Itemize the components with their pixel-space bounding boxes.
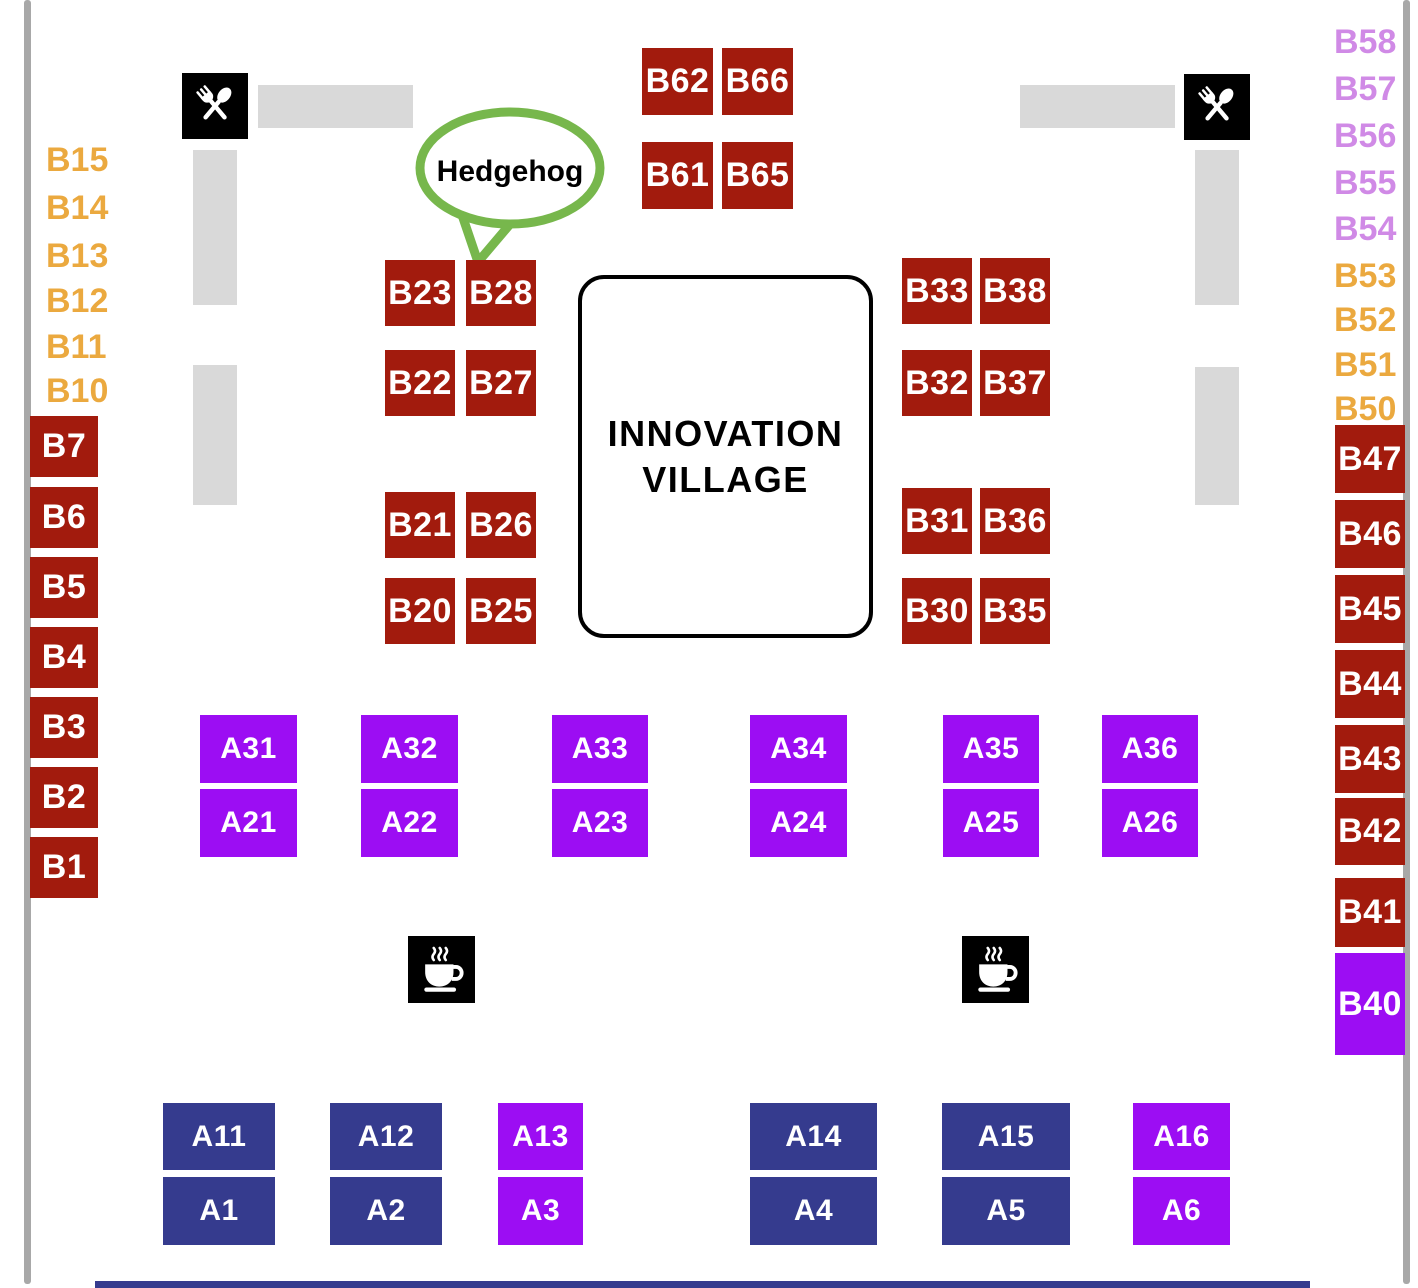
restaurant-icon <box>1184 74 1250 140</box>
coffee-icon <box>408 936 475 1003</box>
coffee-cup-icon <box>978 946 1018 992</box>
booth-A6: A6 <box>1133 1177 1230 1245</box>
booth-B38: B38 <box>980 258 1050 324</box>
booth-B33: B33 <box>902 258 972 324</box>
callout-tail <box>456 207 522 267</box>
booth-A34: A34 <box>750 715 847 783</box>
boundary-line <box>24 0 31 1284</box>
label-B50: B50 <box>1334 390 1397 428</box>
booth-A3: A3 <box>498 1177 583 1245</box>
booth-B66: B66 <box>722 48 793 115</box>
wall-segment <box>1195 150 1239 305</box>
booth-B28: B28 <box>466 260 536 326</box>
fork-and-spoon-icon <box>1198 86 1234 121</box>
booth-A12: A12 <box>330 1103 442 1170</box>
booth-A4: A4 <box>750 1177 877 1245</box>
booth-A35: A35 <box>943 715 1039 783</box>
booth-A24: A24 <box>750 789 847 857</box>
booth-B4: B4 <box>30 627 98 688</box>
label-B13: B13 <box>46 237 109 275</box>
booth-B43: B43 <box>1335 725 1405 793</box>
booth-A2: A2 <box>330 1177 442 1245</box>
booth-A25: A25 <box>943 789 1039 857</box>
booth-A16: A16 <box>1133 1103 1230 1170</box>
booth-B25: B25 <box>466 578 536 644</box>
restaurant-icon <box>182 73 248 139</box>
label-B15: B15 <box>46 141 109 179</box>
booth-B37: B37 <box>980 350 1050 416</box>
label-B55: B55 <box>1334 164 1397 202</box>
booth-B30: B30 <box>902 578 972 644</box>
booth-B46: B46 <box>1335 500 1405 568</box>
booth-B35: B35 <box>980 578 1050 644</box>
booth-B27: B27 <box>466 350 536 416</box>
label-B51: B51 <box>1334 346 1397 384</box>
label-B12: B12 <box>46 282 109 320</box>
booth-A13: A13 <box>498 1103 583 1170</box>
bottom-wall <box>95 1281 1310 1288</box>
booth-B62: B62 <box>642 48 713 115</box>
booth-A15: A15 <box>942 1103 1070 1170</box>
fork-and-spoon-icon <box>196 85 232 120</box>
booth-B21: B21 <box>385 492 455 558</box>
booth-B1: B1 <box>30 837 98 898</box>
booth-A36: A36 <box>1102 715 1198 783</box>
booth-A21: A21 <box>200 789 297 857</box>
booth-B3: B3 <box>30 697 98 758</box>
label-B58: B58 <box>1334 23 1397 61</box>
innovation-village-area: INNOVATION VILLAGE <box>578 275 873 638</box>
booth-B26: B26 <box>466 492 536 558</box>
booth-A26: A26 <box>1102 789 1198 857</box>
booth-B32: B32 <box>902 350 972 416</box>
booth-A31: A31 <box>200 715 297 783</box>
booth-B42: B42 <box>1335 798 1405 865</box>
label-B57: B57 <box>1334 70 1397 108</box>
booth-B61: B61 <box>642 142 713 209</box>
booth-A33: A33 <box>552 715 648 783</box>
booth-B41: B41 <box>1335 878 1405 947</box>
wall-segment <box>193 365 237 505</box>
coffee-cup-icon <box>424 946 464 992</box>
booth-A32: A32 <box>361 715 458 783</box>
label-B10: B10 <box>46 372 109 410</box>
booth-B7: B7 <box>30 416 98 477</box>
booth-A1: A1 <box>163 1177 275 1245</box>
hedgehog-label: Hedgehog <box>436 155 584 188</box>
booth-A23: A23 <box>552 789 648 857</box>
booth-B6: B6 <box>30 487 98 548</box>
booth-B45: B45 <box>1335 575 1405 643</box>
coffee-icon <box>962 936 1029 1003</box>
booth-B40: B40 <box>1335 953 1405 1055</box>
boundary-line <box>1403 0 1410 1284</box>
wall-segment <box>193 150 237 305</box>
innovation-village-title-line1: INNOVATION <box>607 412 844 454</box>
label-B53: B53 <box>1334 257 1397 295</box>
wall-segment <box>258 85 413 128</box>
booth-B22: B22 <box>385 350 455 416</box>
booth-B65: B65 <box>722 142 793 209</box>
label-B14: B14 <box>46 189 109 227</box>
label-B52: B52 <box>1334 301 1397 339</box>
booth-A11: A11 <box>163 1103 275 1170</box>
booth-B23: B23 <box>385 260 455 326</box>
booth-A5: A5 <box>942 1177 1070 1245</box>
booth-B47: B47 <box>1335 425 1405 493</box>
label-B11: B11 <box>46 328 107 366</box>
label-B56: B56 <box>1334 117 1397 155</box>
booth-B5: B5 <box>30 557 98 618</box>
wall-segment <box>1195 367 1239 505</box>
booth-A22: A22 <box>361 789 458 857</box>
booth-B2: B2 <box>30 767 98 828</box>
label-B54: B54 <box>1334 210 1397 248</box>
booth-B20: B20 <box>385 578 455 644</box>
innovation-village-title-line2: VILLAGE <box>642 458 809 500</box>
wall-segment <box>1020 85 1175 128</box>
booth-B31: B31 <box>902 488 972 554</box>
booth-B36: B36 <box>980 488 1050 554</box>
booth-A14: A14 <box>750 1103 877 1170</box>
booth-B44: B44 <box>1335 650 1405 718</box>
